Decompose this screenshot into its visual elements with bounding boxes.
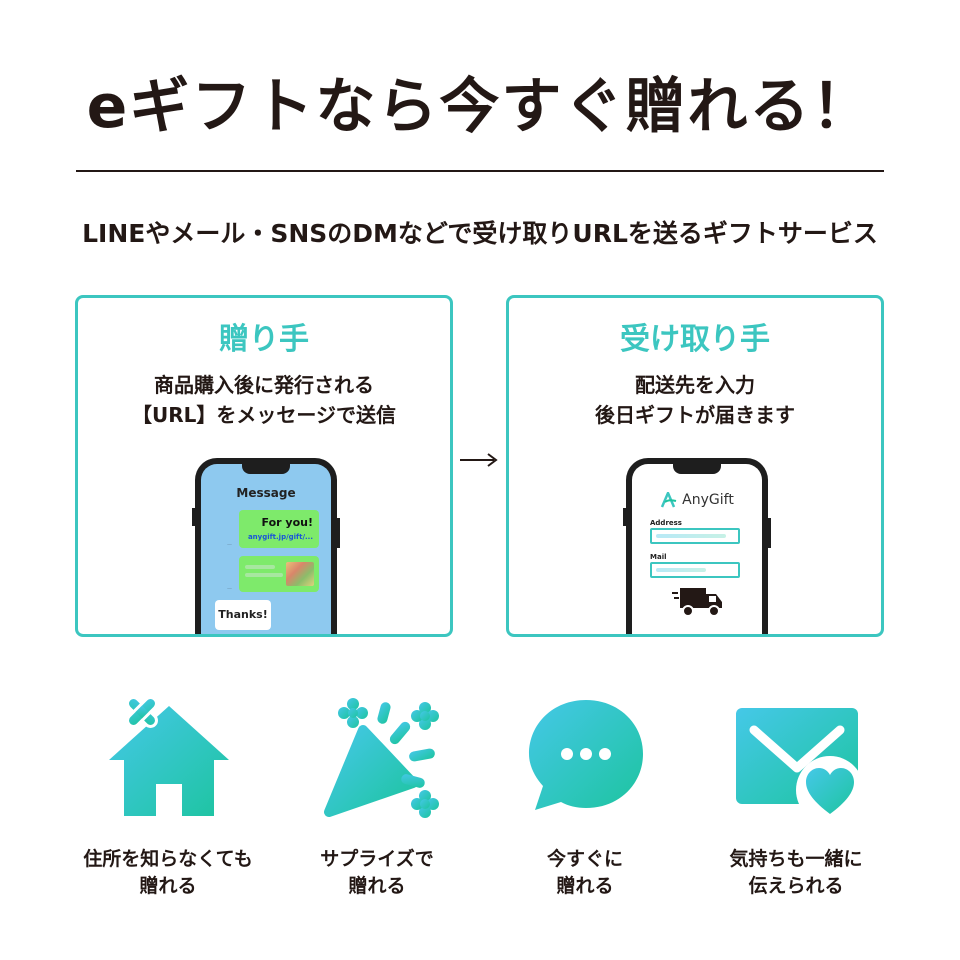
phone-notch <box>242 462 290 474</box>
phone-side-button <box>192 508 195 526</box>
page-subtitle: LINEやメール・SNSのDMなどで受け取りURLを送るギフトサービス <box>82 219 878 248</box>
phone-side-button <box>768 518 771 548</box>
anygift-logo: AnyGift <box>632 491 762 508</box>
placeholder-bar <box>245 573 283 577</box>
sender-phone: Message For you! anygift.jp/gift/... — —… <box>192 458 340 634</box>
sender-card: 贈り手 商品購入後に発行される 【URL】をメッセージで送信 Message F… <box>75 295 453 637</box>
feature-label-line1: 気持ちも一緒に <box>729 848 863 870</box>
address-input[interactable] <box>650 528 740 544</box>
feature-label-line1: サプライズで <box>320 848 434 870</box>
timestamp-mark: — <box>227 586 232 592</box>
sender-desc-line1: 商品購入後に発行される <box>154 373 374 397</box>
feature-label: 今すぐに 贈れる <box>495 846 675 900</box>
title-divider <box>76 170 884 172</box>
sender-desc-line2: 【URL】をメッセージで送信 <box>132 403 396 427</box>
truck-icon <box>672 588 722 617</box>
message-screen-title: Message <box>236 486 296 500</box>
gift-thumbnail <box>286 562 314 586</box>
feature-label: 気持ちも一緒に 伝えられる <box>706 846 886 900</box>
sender-description: 商品購入後に発行される 【URL】をメッセージで送信 <box>78 370 450 430</box>
sender-heading: 贈り手 <box>219 322 309 357</box>
arrow-right-icon <box>460 453 498 467</box>
phone-side-button <box>623 508 626 526</box>
reply-bubble: Thanks! <box>215 600 271 630</box>
page-title: eギフトなら今すぐ贈れる！ <box>86 72 874 142</box>
feature-label-line1: 今すぐに <box>546 848 623 870</box>
anygift-logo-text: AnyGift <box>682 492 734 508</box>
phone-notch <box>673 462 721 474</box>
message-screen: Message For you! anygift.jp/gift/... — —… <box>201 464 331 634</box>
receiver-desc-line1: 配送先を入力 <box>635 373 755 397</box>
receiver-description: 配送先を入力 後日ギフトが届きます <box>509 370 881 430</box>
feature-label-line1: 住所を知らなくても <box>83 848 253 870</box>
envelope-heart-icon <box>736 708 862 818</box>
gift-image-bubble <box>239 556 319 592</box>
receiver-card: 受け取り手 配送先を入力 後日ギフトが届きます AnyGift Address … <box>506 295 884 637</box>
gift-form-screen: AnyGift Address Mail <box>632 464 762 634</box>
chat-bubble-icon <box>529 700 643 810</box>
anygift-logo-icon <box>661 491 677 508</box>
receiver-desc-line2: 後日ギフトが届きます <box>595 403 795 427</box>
timestamp-mark: — <box>227 542 232 548</box>
input-fill <box>656 568 706 572</box>
gift-link: anygift.jp/gift/... <box>247 533 313 541</box>
phone-side-button <box>337 518 340 548</box>
gift-url-bubble: For you! anygift.jp/gift/... <box>239 510 319 548</box>
feature-label: サプライズで 贈れる <box>287 846 467 900</box>
feature-label-line2: 贈れる <box>556 875 614 897</box>
receiver-heading: 受け取り手 <box>620 322 770 357</box>
address-label: Address <box>650 519 682 527</box>
receiver-phone: AnyGift Address Mail <box>623 458 771 634</box>
feature-label-line2: 贈れる <box>348 875 406 897</box>
feature-label: 住所を知らなくても 贈れる <box>78 846 258 900</box>
party-popper-icon <box>324 698 439 818</box>
input-fill <box>656 534 726 538</box>
feature-label-line2: 伝えられる <box>748 875 844 897</box>
bubble-title: For you! <box>261 516 313 529</box>
mail-label: Mail <box>650 553 667 561</box>
feature-label-line2: 贈れる <box>139 875 197 897</box>
house-icon <box>109 696 229 816</box>
mail-input[interactable] <box>650 562 740 578</box>
placeholder-bar <box>245 565 275 569</box>
